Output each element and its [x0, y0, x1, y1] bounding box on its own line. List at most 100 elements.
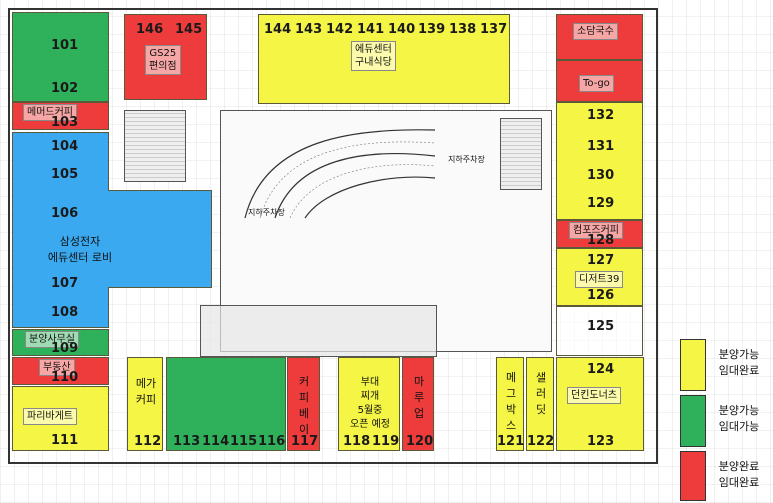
- shop-name: 분양사무실: [25, 331, 79, 348]
- unit-number: 132: [587, 108, 615, 123]
- unit-number: 114: [202, 434, 230, 449]
- shop-name: 던킨도너츠: [567, 387, 621, 404]
- unit-number: 107: [51, 276, 79, 291]
- shop-name-line: GS25: [149, 48, 177, 59]
- parking-ramp: [244, 129, 436, 219]
- unit-number: 111: [51, 433, 79, 448]
- unit-number: 145: [175, 22, 203, 37]
- unit-118-119[interactable]: 부대 찌개 5월중 오픈 예정 118 119: [338, 357, 400, 451]
- unit-number: 138: [449, 22, 477, 37]
- shop-name: 부동산: [39, 359, 75, 376]
- unit-number: 141: [357, 22, 385, 37]
- legend-line: 임대완료: [718, 364, 760, 377]
- unit-number: 116: [258, 434, 286, 449]
- shop-name-line: 부대: [360, 377, 380, 388]
- legend-swatch-yellow: [680, 339, 706, 391]
- legend-label-yellow: 분양가능 임대완료: [706, 347, 772, 379]
- shop-name-line: 5월중: [357, 405, 383, 416]
- outer-wall-left: [8, 8, 10, 464]
- unit-number: 146: [136, 22, 164, 37]
- unit-109[interactable]: 분양사무실 109: [12, 329, 109, 356]
- unit-number: 139: [418, 22, 446, 37]
- unit-number: 115: [230, 434, 258, 449]
- unit-number: 143: [295, 22, 323, 37]
- unit-120[interactable]: 마루업 120: [402, 357, 434, 451]
- shop-name: 소담국수: [573, 23, 618, 40]
- unit-112[interactable]: 메가커피 112: [127, 357, 163, 451]
- shop-name: 파리바게트: [23, 408, 77, 425]
- shop-name: 에듀센터 구내식당: [351, 41, 396, 71]
- outer-wall-right: [656, 8, 658, 464]
- unit-137-144[interactable]: 144 143 142 141 140 139 138 137 에듀센터 구내식…: [258, 14, 510, 104]
- shop-name: 컴포즈커피: [569, 222, 623, 239]
- unit-number: 124: [587, 362, 615, 377]
- unit-number: 144: [264, 22, 292, 37]
- shop-name: 부대 찌개 5월중 오픈 예정: [341, 376, 399, 432]
- outer-wall-top: [8, 8, 658, 10]
- unit-number: 128: [587, 233, 615, 248]
- unit-number: 108: [51, 305, 79, 320]
- unit-145-146[interactable]: 146 145 GS25 편의점: [124, 14, 207, 100]
- shop-name: 커피베이: [298, 375, 310, 436]
- unit-number: 137: [480, 22, 508, 37]
- shop-name: 메가커피: [135, 377, 157, 406]
- unit-number: 121: [497, 434, 525, 449]
- outer-wall-bottom: [8, 462, 658, 464]
- unit-number: 131: [587, 139, 615, 154]
- legend-line: 분양완료: [718, 460, 760, 473]
- unit-number: 103: [51, 115, 79, 130]
- unit-sodam[interactable]: 소담국수: [556, 14, 643, 60]
- unit-111[interactable]: 파리바게트 111: [12, 386, 109, 451]
- shop-name-line: 에듀센터: [355, 44, 392, 55]
- unit-110[interactable]: 부동산 110: [12, 357, 109, 385]
- unit-number: 106: [51, 206, 79, 221]
- unit-113-116[interactable]: 113 114 115 116: [166, 357, 286, 451]
- unit-number: 113: [173, 434, 201, 449]
- stair-core-right: [500, 118, 542, 190]
- unit-number: 126: [587, 288, 615, 303]
- unit-103[interactable]: 메머드커피 103: [12, 102, 109, 130]
- unit-126-127[interactable]: 127 디저트39 126: [556, 248, 643, 306]
- shop-name: 메그박스: [505, 371, 517, 432]
- unit-121[interactable]: 메그박스 121: [496, 357, 524, 451]
- unit-number: 123: [587, 434, 615, 449]
- shop-name: 마루업: [413, 375, 425, 420]
- unit-number: 118: [343, 434, 371, 449]
- unit-101-102[interactable]: 101 102: [12, 12, 109, 102]
- unit-122[interactable]: 샐러딧 122: [526, 357, 554, 451]
- shop-name-line: 오픈 예정: [350, 419, 390, 430]
- unit-number: 120: [406, 434, 434, 449]
- unit-128[interactable]: 컴포즈커피 128: [556, 220, 643, 248]
- unit-togo[interactable]: To-go: [556, 60, 643, 102]
- shop-name-line: 찌개: [360, 391, 380, 402]
- unit-117[interactable]: 커피베이 117: [287, 357, 320, 451]
- lobby-line1: 삼성전자: [59, 235, 101, 248]
- shop-name: GS25 편의점: [145, 45, 181, 75]
- shop-name: To-go: [579, 75, 614, 92]
- unit-number: 101: [51, 38, 79, 53]
- unit-number: 105: [51, 167, 79, 182]
- lobby-label: 삼성전자 에듀센터 로비: [30, 234, 130, 266]
- unit-number: 104: [51, 139, 79, 154]
- legend-line: 분양가능: [718, 348, 760, 361]
- unit-123-124[interactable]: 124 던킨도너츠 123: [556, 357, 644, 451]
- shop-name-line: 편의점: [149, 61, 177, 72]
- unit-number: 130: [587, 168, 615, 183]
- unit-number: 109: [51, 341, 79, 356]
- legend-label-green: 분양가능 임대가능: [706, 403, 772, 435]
- unit-number: 142: [326, 22, 354, 37]
- legend-swatch-green: [680, 395, 706, 447]
- unit-number: 119: [372, 434, 400, 449]
- restroom-core: [200, 305, 437, 357]
- unit-number: 110: [51, 370, 79, 385]
- unit-104-108[interactable]: 104 105 106 107 108: [12, 132, 109, 328]
- lobby[interactable]: [108, 190, 212, 288]
- stair-core-left: [124, 110, 186, 182]
- unit-125[interactable]: 125: [556, 306, 643, 356]
- unit-number: 129: [587, 196, 615, 211]
- unit-number: 102: [51, 81, 79, 96]
- unit-129-132[interactable]: 132 131 130 129: [556, 102, 643, 220]
- legend-swatch-red: [680, 451, 706, 501]
- shop-name: 디저트39: [575, 271, 624, 288]
